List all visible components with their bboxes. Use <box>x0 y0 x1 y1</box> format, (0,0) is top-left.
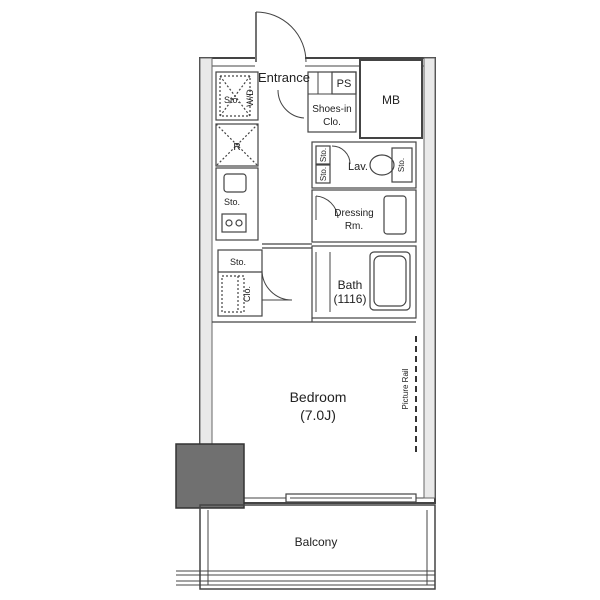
shoes-in-closet-box <box>307 71 357 133</box>
entrance-label: Entrance <box>258 70 310 85</box>
bedroom-label-line1: Bedroom <box>290 389 347 405</box>
structural-pillar <box>175 443 245 509</box>
storage-kitchen-label: Sto. <box>224 197 240 207</box>
shoes-in-label-line1: Shoes-in <box>312 104 351 115</box>
shoes-in-label-line2: Clo. <box>323 117 341 128</box>
ps-label: PS <box>337 78 352 90</box>
room-labels: Entrance PS MB Shoes-in Clo. Sto. W/D R … <box>224 70 410 549</box>
storage-toilet-label: Sto. <box>397 158 406 172</box>
dressing-room-box <box>311 189 417 243</box>
storage-top-label: Sto. <box>224 95 240 105</box>
bath-box <box>311 245 417 319</box>
storage-hall-label: Sto. <box>230 257 246 267</box>
balcony-label: Balcony <box>295 535 338 549</box>
hall-storage <box>217 249 263 317</box>
refrigerator-label: R <box>233 142 240 153</box>
bath-label-line2: (1116) <box>334 292 367 306</box>
left-storage-stack <box>215 71 259 241</box>
bath-label-line1: Bath <box>338 278 363 292</box>
hall-partition <box>261 89 312 301</box>
dressing-label-line2: Rm. <box>345 221 363 232</box>
closet-hall-label: Clo. <box>242 286 252 302</box>
mb-label: MB <box>382 93 400 107</box>
balcony-window <box>285 493 417 503</box>
entrance-door <box>255 11 307 68</box>
bedroom-walls <box>212 318 416 323</box>
storage-lav-2-label: Sto. <box>319 167 328 181</box>
meter-box <box>359 59 423 139</box>
wd-label: W/D <box>245 89 255 107</box>
lavatory-block <box>311 141 417 189</box>
storage-lav-1-label: Sto. <box>319 148 328 162</box>
picture-rail-label: Picture Rail <box>401 368 410 409</box>
lavatory-label: Lav. <box>348 161 368 173</box>
bedroom-label-line2: (7.0J) <box>300 407 336 423</box>
balcony-area <box>176 504 436 590</box>
dressing-label-line1: Dressing <box>334 208 373 219</box>
